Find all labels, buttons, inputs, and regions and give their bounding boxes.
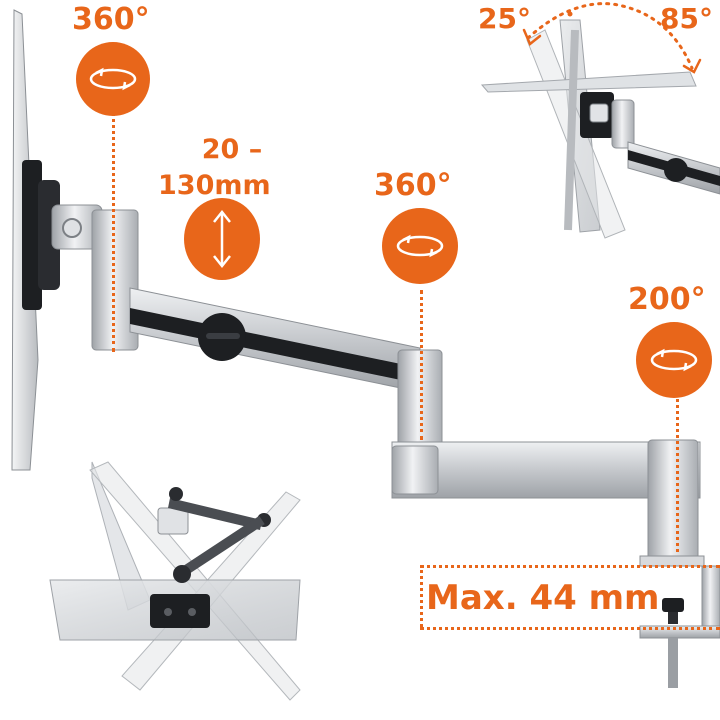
arm-segment-1 bbox=[129, 287, 421, 393]
clamp-bottom-line bbox=[420, 627, 720, 630]
height-range-label-2: 130mm bbox=[158, 170, 271, 201]
rotation-label-middle: 360° bbox=[374, 168, 452, 203]
arm-segment-2 bbox=[391, 441, 701, 499]
tilt-inset bbox=[480, 19, 720, 239]
rotation-label-top: 360° bbox=[72, 2, 150, 37]
tilt-forward-label: 85° bbox=[660, 2, 713, 35]
tilt-arc bbox=[526, 2, 694, 70]
rotation-badge-2 bbox=[382, 208, 458, 284]
clamp-top-line bbox=[420, 565, 720, 568]
guide-line-3 bbox=[676, 392, 679, 552]
tilt-back-label: 25° bbox=[478, 2, 531, 35]
tilt-head bbox=[51, 204, 103, 250]
joint-1 bbox=[91, 209, 139, 351]
height-badge bbox=[184, 198, 260, 280]
rotation-badge-3 bbox=[636, 322, 712, 398]
clamp-max-label: Max. 44 mm bbox=[426, 578, 660, 618]
rotation-inset bbox=[49, 461, 301, 701]
rotation-label-base: 200° bbox=[628, 282, 706, 317]
rotation-badge-1 bbox=[76, 42, 150, 116]
height-adjust-icon bbox=[213, 209, 231, 269]
monitor-edge bbox=[11, 9, 60, 471]
rotate-icon bbox=[89, 67, 137, 91]
rotate-icon bbox=[396, 234, 444, 258]
guide-line-1 bbox=[112, 112, 115, 352]
height-range-label-1: 20 – bbox=[201, 134, 263, 165]
guide-line-2 bbox=[420, 290, 423, 440]
rotate-icon bbox=[650, 348, 698, 372]
desk-pole bbox=[639, 439, 720, 688]
clamp-side-line bbox=[420, 565, 423, 627]
